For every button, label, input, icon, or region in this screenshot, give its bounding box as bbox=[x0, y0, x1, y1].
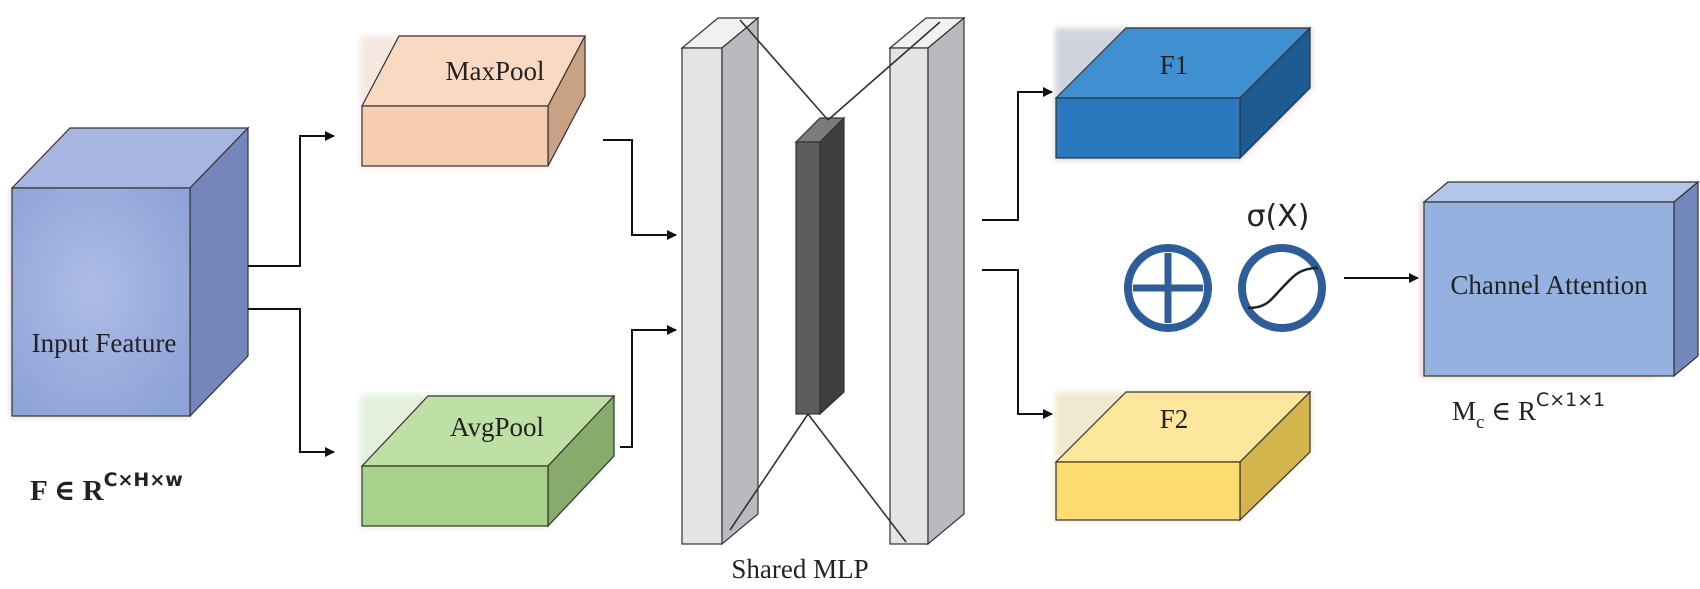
input-formula-base: F ∈ R bbox=[30, 475, 105, 507]
maxpool-block: MaxPool bbox=[360, 35, 586, 168]
plus-operator-icon bbox=[1124, 244, 1212, 332]
input-cube-front bbox=[11, 187, 191, 417]
shared-mlp bbox=[680, 16, 966, 546]
f2-label: F2 bbox=[1160, 404, 1189, 434]
channel-attention-block: Channel Attention bbox=[1420, 180, 1700, 378]
f1-label: F1 bbox=[1160, 50, 1189, 80]
arrow-input-to-avgpool bbox=[248, 308, 335, 457]
output-formula-mid: ∈ R bbox=[1484, 396, 1536, 426]
output-formula-sub: c bbox=[1476, 412, 1484, 433]
output-top bbox=[1422, 181, 1700, 203]
f2-block: F2 bbox=[1054, 390, 1312, 522]
channel-attention-label: Channel Attention bbox=[1450, 270, 1648, 300]
arrow-mlp-to-f2 bbox=[982, 269, 1053, 419]
input-formula-sup: C×H×w bbox=[104, 469, 183, 491]
output-side bbox=[1673, 180, 1699, 378]
output-front bbox=[1423, 201, 1675, 377]
f2-front bbox=[1055, 461, 1241, 521]
maxpool-front bbox=[361, 105, 549, 167]
arrow-maxpool-to-mlp bbox=[603, 139, 677, 240]
arrow-avgpool-to-mlp bbox=[620, 325, 677, 448]
avgpool-label: AvgPool bbox=[450, 412, 544, 442]
sigmoid-label: σ(X) bbox=[1247, 199, 1310, 234]
output-formula-sup: C×1×1 bbox=[1536, 389, 1605, 411]
mlp-hidden-layer bbox=[794, 116, 846, 416]
mlp-input-layer bbox=[680, 16, 760, 546]
shared-mlp-label: Shared MLP bbox=[731, 554, 868, 584]
input-formula: F ∈ RC×H×w bbox=[30, 469, 183, 507]
avgpool-front bbox=[361, 465, 549, 527]
output-formula-base: M bbox=[1452, 396, 1476, 426]
input-feature-label: Input Feature bbox=[32, 328, 177, 358]
f1-front bbox=[1055, 97, 1241, 159]
sigmoid-operator-icon bbox=[1238, 244, 1326, 332]
avgpool-block: AvgPool bbox=[360, 394, 616, 528]
output-formula: Mc ∈ RC×1×1 bbox=[1452, 389, 1605, 433]
arrow-input-to-maxpool bbox=[248, 131, 335, 267]
mlp-output-layer bbox=[888, 16, 966, 546]
input-feature-block: Input Feature bbox=[10, 126, 250, 418]
maxpool-label: MaxPool bbox=[445, 56, 544, 86]
f1-block: F1 bbox=[1054, 26, 1312, 160]
arrow-mlp-to-f1 bbox=[982, 87, 1053, 221]
